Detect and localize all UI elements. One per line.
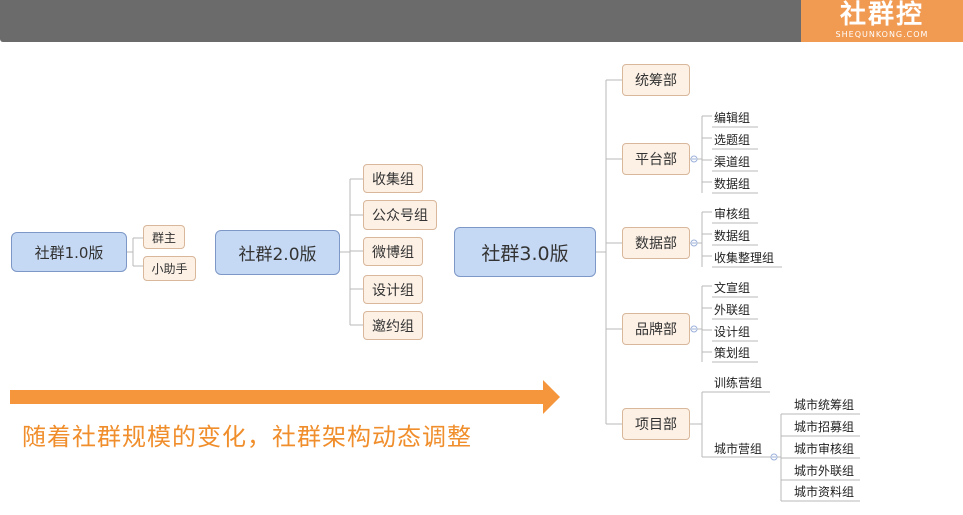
- brand-group-outreach[interactable]: 外联组: [714, 303, 751, 317]
- v3-dept-platform[interactable]: 平台部: [622, 143, 690, 175]
- brand-group-design[interactable]: 设计组: [714, 325, 751, 339]
- platform-connectors: [690, 115, 712, 193]
- city-group-outreach[interactable]: 城市外联组: [794, 464, 855, 478]
- project-group-city-camp[interactable]: 城市营组: [714, 442, 763, 456]
- progress-arrow-icon: [10, 380, 560, 414]
- data-underlines: [712, 222, 782, 268]
- v2-node-weibo[interactable]: 微博组: [363, 237, 423, 266]
- v3-root-node[interactable]: 社群3.0版: [454, 227, 596, 277]
- brand-group-planning[interactable]: 策划组: [714, 346, 751, 360]
- logo-subtitle: SHEQUNKONG.COM: [835, 30, 929, 39]
- platform-group-data[interactable]: 数据组: [714, 177, 751, 191]
- v3-dept-brand[interactable]: 品牌部: [622, 313, 690, 345]
- platform-group-topic[interactable]: 选题组: [714, 133, 751, 147]
- data-group-data[interactable]: 数据组: [714, 229, 751, 243]
- v2-node-collect[interactable]: 收集组: [363, 164, 423, 193]
- v1-node-assistant[interactable]: 小助手: [143, 256, 196, 281]
- v3-connectors: [596, 79, 622, 425]
- city-group-coordination[interactable]: 城市统筹组: [794, 398, 855, 412]
- v3-dept-project[interactable]: 项目部: [622, 408, 690, 440]
- v3-dept-data[interactable]: 数据部: [622, 227, 690, 259]
- platform-group-edit[interactable]: 编辑组: [714, 111, 751, 125]
- city-group-recruit[interactable]: 城市招募组: [794, 420, 855, 434]
- logo: 社群控 SHEQUNKONG.COM: [801, 0, 963, 42]
- data-connectors: [690, 211, 712, 267]
- data-group-review[interactable]: 审核组: [714, 207, 751, 221]
- city-group-review[interactable]: 城市审核组: [794, 442, 855, 456]
- platform-underlines: [712, 126, 758, 194]
- v2-node-design[interactable]: 设计组: [363, 275, 423, 304]
- city-group-materials[interactable]: 城市资料组: [794, 485, 855, 499]
- v3-dept-coordination[interactable]: 统筹部: [622, 64, 690, 96]
- caption-text: 随着社群规模的变化，社群架构动态调整: [22, 423, 472, 451]
- v2-node-invite[interactable]: 邀约组: [363, 311, 423, 340]
- platform-group-channel[interactable]: 渠道组: [714, 155, 751, 169]
- brand-underlines: [712, 296, 758, 363]
- v2-node-wechat-account[interactable]: 公众号组: [363, 200, 437, 230]
- v1-connectors: [127, 237, 143, 267]
- brand-group-promo[interactable]: 文宣组: [714, 281, 751, 295]
- project-connectors: [690, 391, 712, 458]
- brand-connectors: [690, 285, 712, 362]
- v1-node-group-owner[interactable]: 群主: [143, 225, 185, 249]
- logo-text: 社群控: [839, 0, 924, 30]
- project-group-training-camp[interactable]: 训练营组: [714, 376, 763, 390]
- v2-connectors: [340, 178, 363, 326]
- city-underlines: [790, 413, 860, 502]
- v1-root-node[interactable]: 社群1.0版: [11, 232, 127, 272]
- project-underlines: [712, 391, 770, 458]
- v2-root-node[interactable]: 社群2.0版: [215, 230, 340, 275]
- data-group-collect-organize[interactable]: 收集整理组: [714, 251, 775, 265]
